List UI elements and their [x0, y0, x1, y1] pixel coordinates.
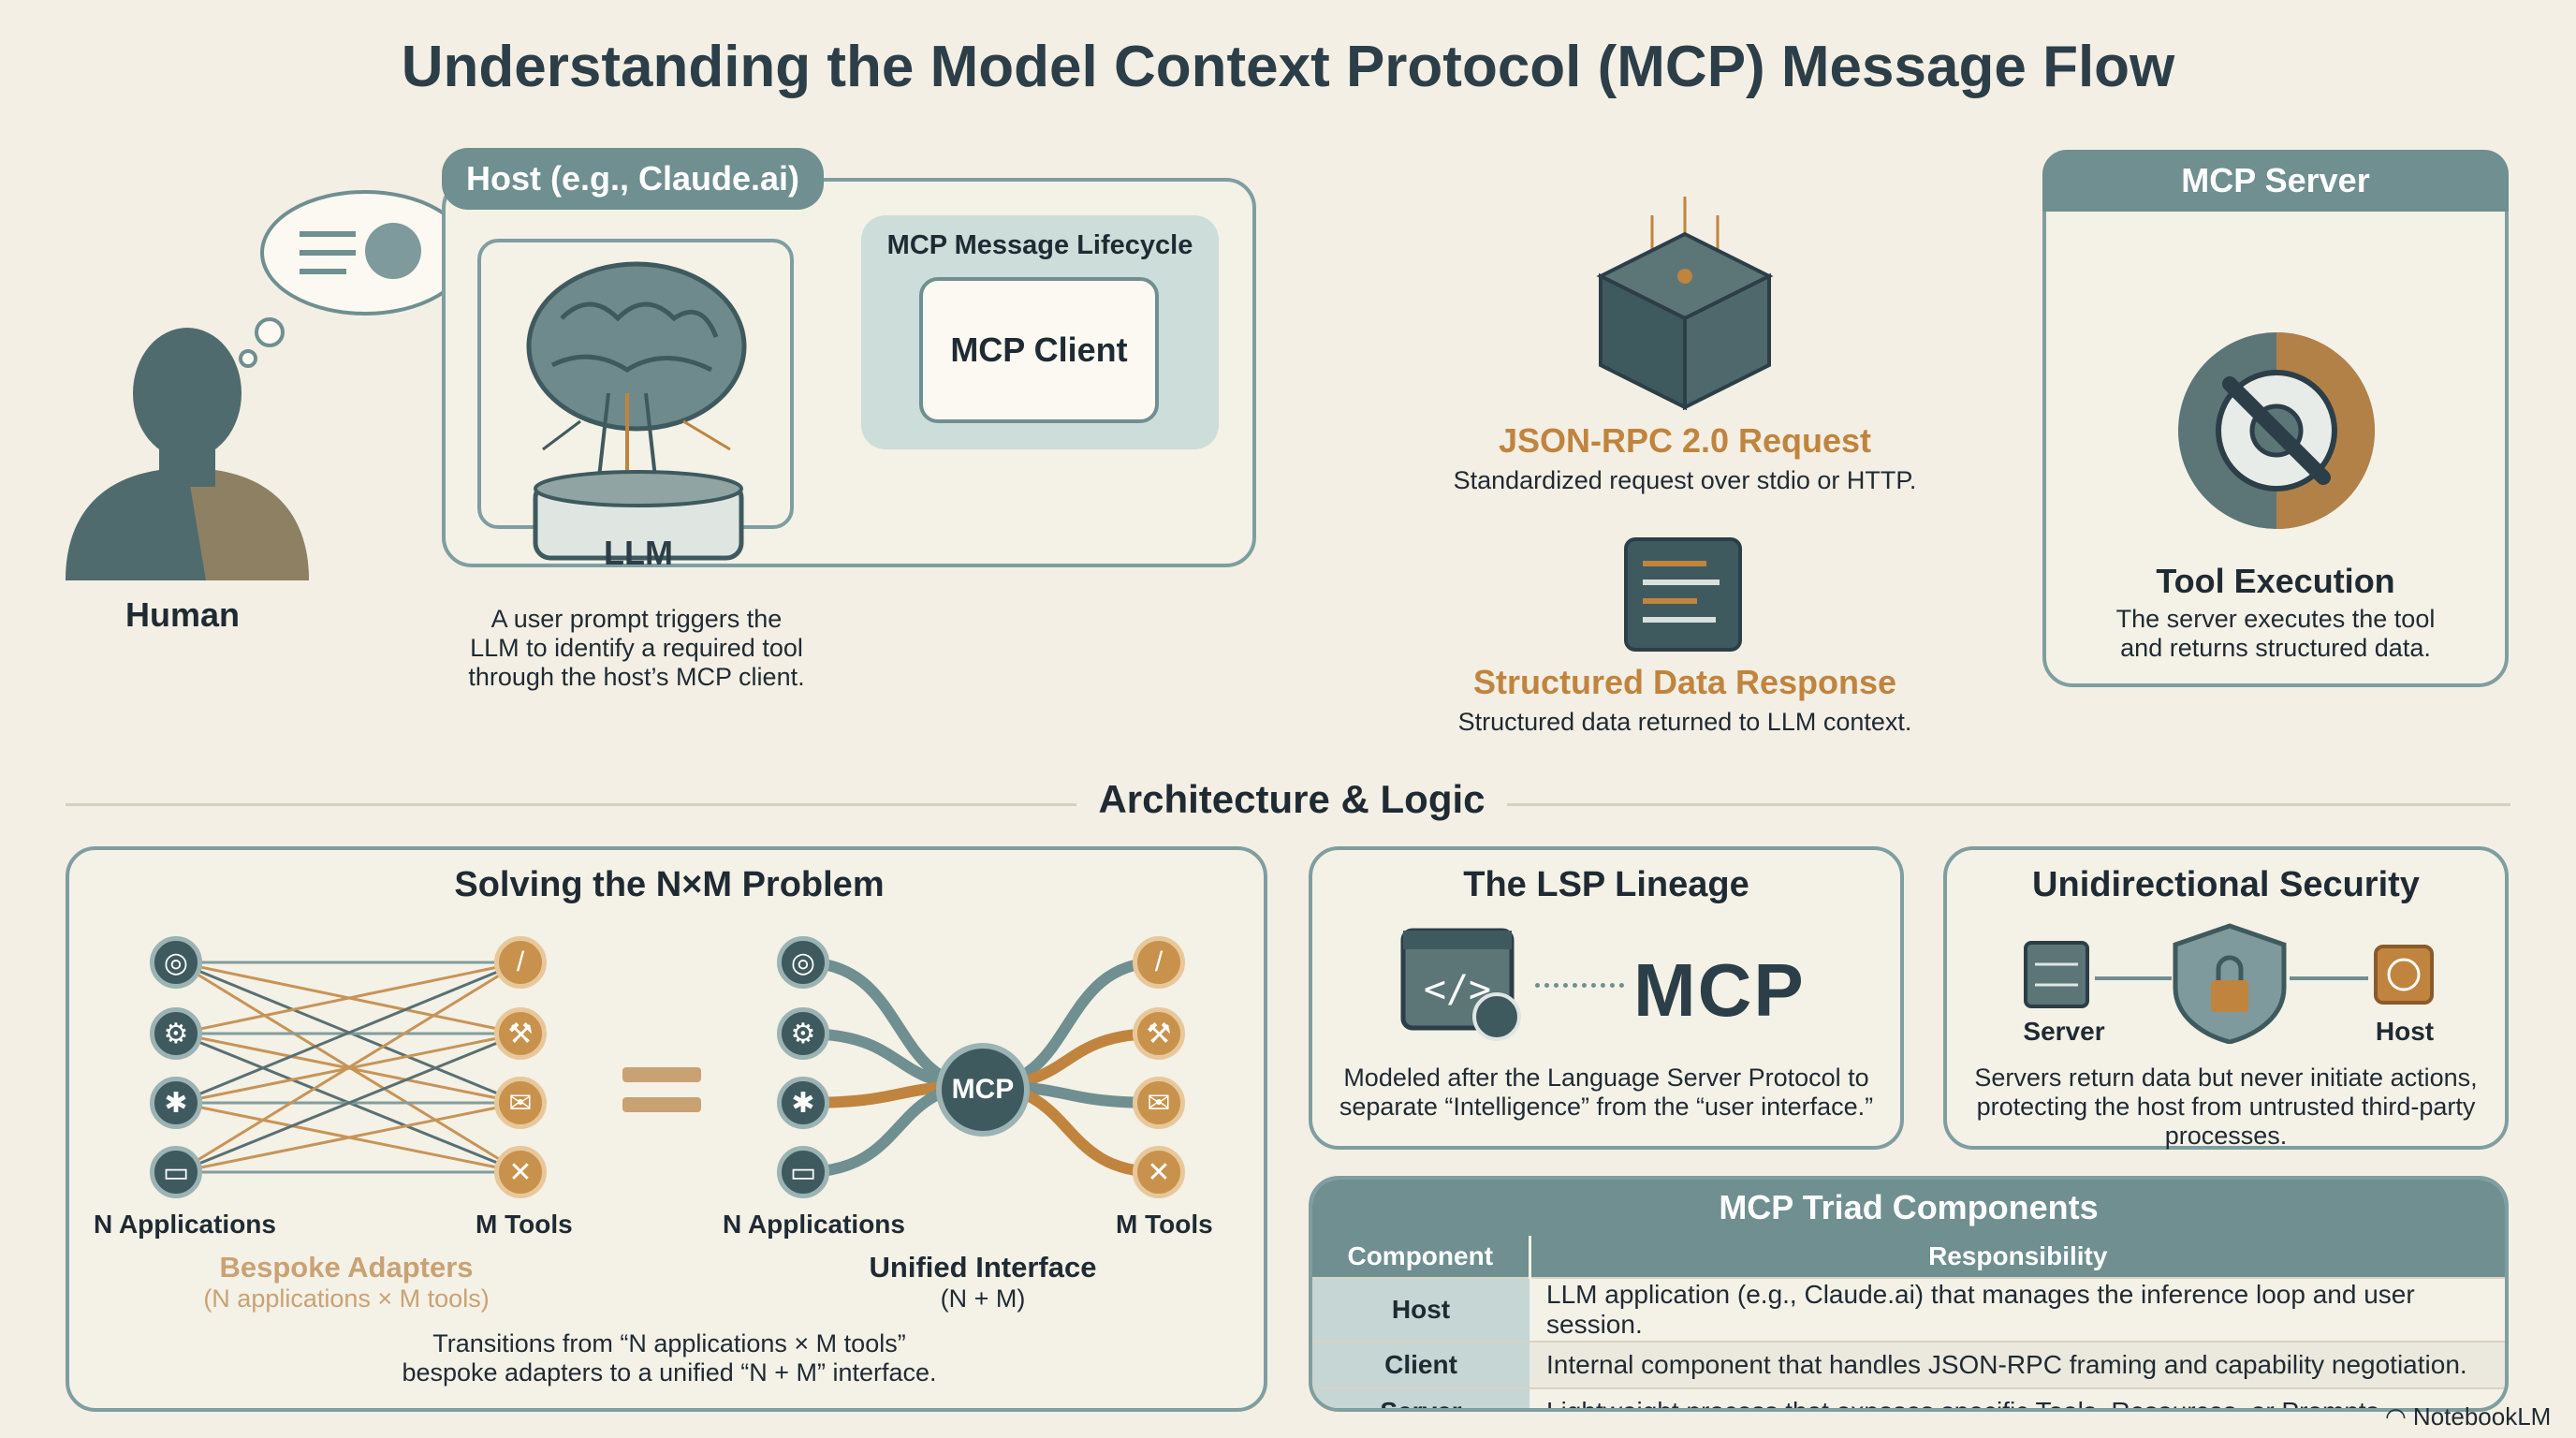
nxm-caption-line: Transitions from “N applications × M too… [432, 1329, 906, 1357]
response-title: Structured Data Response [1472, 663, 1897, 701]
network-icon: ✱ [150, 1077, 202, 1129]
triad-panel: MCP Triad Components Component Responsib… [1309, 1176, 2509, 1412]
code-window-icon: </> [1400, 928, 1521, 1041]
wrench-icon: ⚒ [1133, 1007, 1185, 1060]
server-title: Tool Execution [2156, 562, 2395, 600]
divider-left [66, 803, 1076, 806]
gear-icon: ⚙ [150, 1007, 202, 1060]
window-icon: ▭ [777, 1146, 829, 1198]
security-caption: Servers return data but never initiate a… [1947, 1064, 2505, 1151]
triad-component-cell: Server [1312, 1387, 1530, 1408]
triad-header-component: Component [1312, 1236, 1530, 1278]
left-apps-label: N Applications [94, 1210, 276, 1239]
window-icon: ▭ [150, 1146, 202, 1198]
nxm-title: Solving the N×M Problem [454, 865, 885, 904]
brain-icon [526, 261, 747, 561]
lsp-dotted-link [1535, 983, 1624, 988]
request-desc: Standardized request over stdio or HTTP. [1453, 466, 1917, 494]
page-title: Understanding the Model Context Protocol… [401, 35, 2175, 99]
nxm-caption: Transitions from “N applications × M too… [281, 1329, 1058, 1387]
gear-wrench-icon [2178, 332, 2375, 529]
triad-responsibility-cell: Internal component that handles JSON-RPC… [1530, 1341, 2505, 1388]
llm-label: LLM [604, 534, 673, 572]
equals-icon [622, 1067, 701, 1082]
host-caption-line: through the host’s MCP client. [468, 663, 805, 691]
table-row: Host LLM application (e.g., Claude.ai) t… [1312, 1277, 2505, 1342]
mcp-logo: MCP [1633, 948, 1806, 1032]
triad-title: MCP Triad Components [1312, 1180, 2505, 1236]
nxm-caption-line: bespoke adapters to a unified “N + M” in… [402, 1358, 937, 1387]
mcp-client-box: MCP Client [919, 277, 1159, 423]
left-tools-label: M Tools [476, 1210, 573, 1239]
security-caption-line: processes. [2164, 1122, 2288, 1150]
globe-icon: ◎ [150, 936, 202, 989]
lsp-caption-line: Modeled after the Language Server Protoc… [1343, 1064, 1869, 1092]
gear-icon: ⚙ [777, 1007, 829, 1060]
host-caption-line: A user prompt triggers the [490, 605, 783, 633]
wrench-icon: ⚒ [494, 1007, 547, 1060]
triad-responsibility-cell: LLM application (e.g., Claude.ai) that m… [1530, 1277, 2505, 1342]
table-row: Server Lightweight process that exposes … [1312, 1387, 2505, 1408]
host-caption: A user prompt triggers the LLM to identi… [412, 605, 861, 692]
table-row: Client Internal component that handles J… [1312, 1341, 2505, 1388]
host-tab: Host (e.g., Claude.ai) [442, 148, 824, 210]
request-title: JSON-RPC 2.0 Request [1498, 421, 1872, 460]
lsp-caption-line: separate “Intelligence” from the “user i… [1339, 1093, 1874, 1121]
bespoke-title: Bespoke Adapters [219, 1251, 474, 1284]
unified-title: Unified Interface [869, 1251, 1097, 1284]
screwdriver-icon: / [1133, 936, 1185, 989]
divider-right [1507, 803, 2510, 806]
server-desc-line: and returns structured data. [2120, 634, 2431, 662]
right-apps-label: N Applications [723, 1210, 905, 1239]
server-desc: The server executes the tool and returns… [2042, 605, 2509, 663]
mcp-hub: MCP [936, 1043, 1030, 1137]
watermark-logo-icon: ◠ [2385, 1402, 2407, 1431]
response-desc: Structured data returned to LLM context. [1457, 708, 1912, 736]
security-caption-line: protecting the host from untrusted third… [1976, 1093, 2476, 1121]
envelope-icon: ✉ [1133, 1077, 1185, 1129]
triad-table: Component Responsibility Host LLM applic… [1312, 1236, 2505, 1408]
watermark: ◠ NotebookLM [2385, 1402, 2551, 1431]
triad-component-cell: Client [1312, 1341, 1530, 1388]
security-caption-line: Servers return data but never initiate a… [1974, 1064, 2478, 1092]
globe-icon: ◎ [777, 936, 829, 989]
unified-sub: (N + M) [940, 1284, 1026, 1313]
network-icon: ✱ [777, 1077, 829, 1129]
security-host-label: Host [2375, 1017, 2435, 1046]
architecture-heading: Architecture & Logic [1098, 777, 1486, 821]
document-icon [1624, 537, 1742, 652]
equals-icon-bar [622, 1097, 701, 1112]
lifecycle-title: MCP Message Lifecycle [886, 230, 1193, 260]
host-caption-line: LLM to identify a required tool [470, 634, 803, 662]
tools-icon: ✕ [494, 1146, 547, 1198]
nxm-mesh [177, 961, 521, 1174]
triad-header-row: Component Responsibility [1312, 1236, 2505, 1278]
envelope-icon: ✉ [494, 1077, 547, 1129]
human-label: Human [124, 595, 240, 634]
triad-component-cell: Host [1312, 1277, 1530, 1342]
security-diagram [2024, 923, 2434, 1044]
screwdriver-icon: / [494, 936, 547, 989]
security-server-label: Server [2023, 1017, 2105, 1046]
lsp-caption: Modeled after the Language Server Protoc… [1310, 1064, 1902, 1122]
human-figure [66, 190, 449, 580]
bespoke-sub: (N applications × M tools) [203, 1284, 490, 1313]
lsp-title: The LSP Lineage [1463, 865, 1749, 904]
server-desc-line: The server executes the tool [2115, 605, 2436, 633]
security-title: Unidirectional Security [2032, 865, 2420, 904]
watermark-text: NotebookLM [2412, 1402, 2552, 1431]
server-tab: MCP Server [2042, 150, 2509, 212]
cube-icon [1596, 197, 1774, 411]
triad-responsibility-cell: Lightweight process that exposes specifi… [1530, 1387, 2505, 1408]
triad-header-responsibility: Responsibility [1528, 1236, 2505, 1278]
tools-icon: ✕ [1133, 1146, 1185, 1198]
right-tools-label: M Tools [1116, 1210, 1213, 1239]
